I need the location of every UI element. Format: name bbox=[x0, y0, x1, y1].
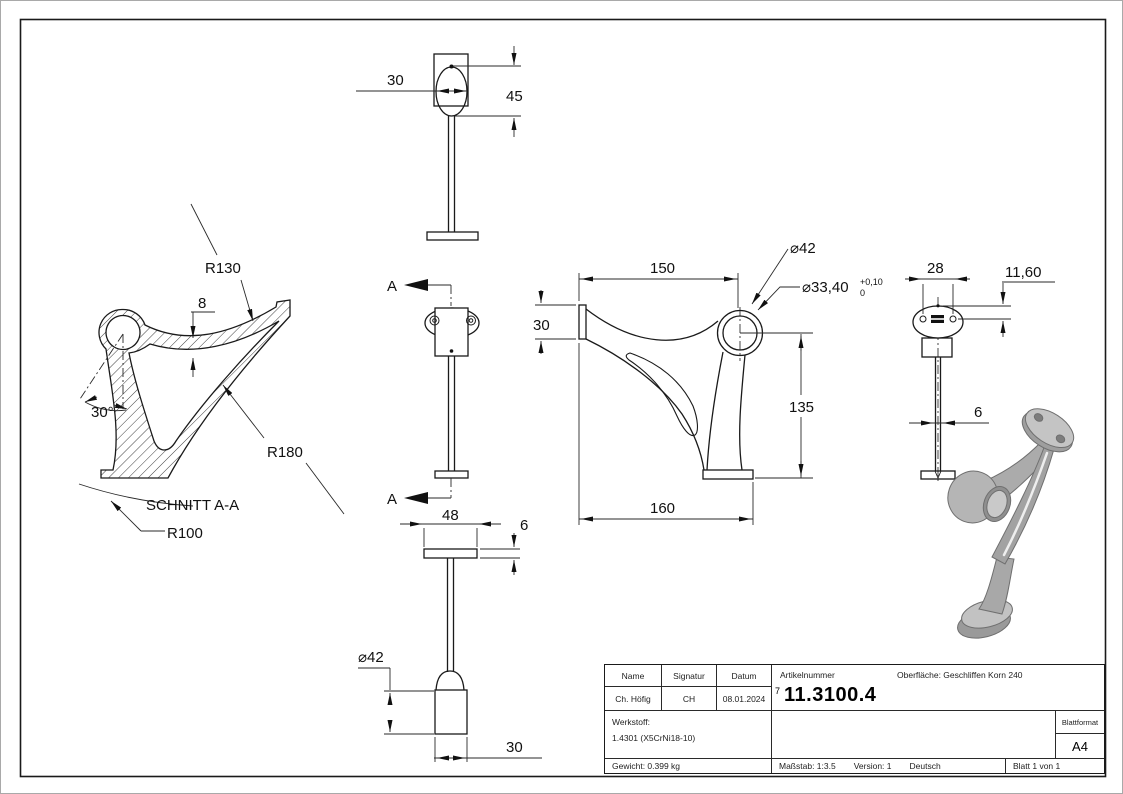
section-cut-shape bbox=[98, 299, 291, 479]
front-view: A A 48 6 bbox=[358, 278, 542, 762]
massstab-text: Maßstab: 1:3.5 bbox=[779, 761, 836, 771]
blattformat-label: Blattformat bbox=[1056, 711, 1104, 734]
center-dot bbox=[449, 64, 454, 69]
dim-ring-dia42: ⌀42 bbox=[790, 240, 816, 257]
tolerance-lower: 0 bbox=[860, 288, 865, 298]
dim-150: 150 bbox=[650, 260, 675, 277]
title-datum-value: 08.01.2024 bbox=[717, 687, 772, 711]
dim-ring-dia33: ⌀33,40 bbox=[802, 279, 849, 296]
label-r130: R130 bbox=[205, 260, 241, 277]
werkstoff-cell: Werkstoff: 1.4301 (X5CrNi18-10) bbox=[605, 711, 772, 759]
version-text: Version: 1 bbox=[853, 761, 892, 771]
dim-plate-48: 48 bbox=[442, 507, 459, 524]
top-view: 30 45 bbox=[356, 46, 523, 241]
scale-cell: Maßstab: 1:3.5 Version: 1 Deutsch bbox=[772, 759, 1006, 773]
dim-plate-thk-6: 6 bbox=[520, 517, 528, 534]
label-r100: R100 bbox=[167, 525, 203, 542]
section-view: R130 8 30° R180 R100 S bbox=[78, 203, 345, 542]
section-arrow-bottom bbox=[404, 492, 428, 504]
oberflaeche-text: Oberfläche: Geschliffen Korn 240 bbox=[897, 670, 1023, 680]
dim-top-width: 30 bbox=[387, 72, 404, 89]
article-cell: Artikelnummer Oberfläche: Geschliffen Ko… bbox=[772, 665, 1104, 711]
rear-view: 28 11,60 6 bbox=[905, 260, 1055, 483]
artikelnummer-label: Artikelnummer bbox=[780, 670, 835, 680]
section-marker-a-top: A bbox=[387, 278, 397, 295]
title-signatur-value: CH bbox=[662, 687, 717, 711]
empty-cell bbox=[772, 711, 1056, 759]
tolerance-upper: +0,10 bbox=[860, 277, 883, 287]
dim-stem-6: 6 bbox=[974, 404, 982, 421]
blattformat-value: A4 bbox=[1056, 734, 1104, 759]
dim-plate-30: 30 bbox=[533, 317, 550, 334]
title-datum-label: Datum bbox=[717, 665, 772, 687]
werkstoff-value: 1.4301 (X5CrNi18-10) bbox=[612, 733, 696, 743]
screw-hole bbox=[1033, 413, 1044, 422]
section-marker-a-bottom: A bbox=[387, 491, 397, 508]
dim-top-height: 45 bbox=[506, 88, 523, 105]
side-view: 150 30 ⌀42 ⌀33,40 +0,10 0 135 bbox=[533, 240, 883, 525]
drawing-frame bbox=[19, 18, 1107, 778]
dim-wall-8: 8 bbox=[198, 295, 206, 312]
screw-hole bbox=[1055, 434, 1066, 444]
dim-160: 160 bbox=[650, 500, 675, 517]
title-signatur-label: Signatur bbox=[662, 665, 717, 687]
dim-angle-30: 30° bbox=[91, 404, 114, 421]
title-name-value: Ch. Höfig bbox=[605, 687, 662, 711]
title-name-label: Name bbox=[605, 665, 662, 687]
dim-cup-30: 30 bbox=[506, 739, 523, 756]
artikelnummer-superscript: 7 bbox=[775, 686, 781, 696]
dim-cup-dia42: ⌀42 bbox=[358, 649, 384, 666]
artikelnummer-value: 11.3100.4 bbox=[784, 684, 877, 706]
gewicht-text: Gewicht: 0.399 kg bbox=[605, 759, 772, 773]
blatt-text: Blatt 1 von 1 bbox=[1013, 761, 1061, 771]
dim-135: 135 bbox=[789, 399, 814, 416]
sprache-text: Deutsch bbox=[909, 761, 941, 771]
dim-11-60: 11,60 bbox=[1005, 264, 1041, 281]
werkstoff-label: Werkstoff: bbox=[612, 717, 650, 727]
title-block: Name Signatur Datum Artikelnummer Oberfl… bbox=[604, 664, 1105, 774]
label-r180: R180 bbox=[267, 444, 303, 461]
section-caption: SCHNITT A-A bbox=[146, 497, 239, 514]
section-arrow-top bbox=[404, 279, 428, 291]
arm-slot bbox=[1002, 451, 1049, 557]
render-3d bbox=[947, 408, 1075, 639]
dim-28: 28 bbox=[927, 260, 944, 277]
